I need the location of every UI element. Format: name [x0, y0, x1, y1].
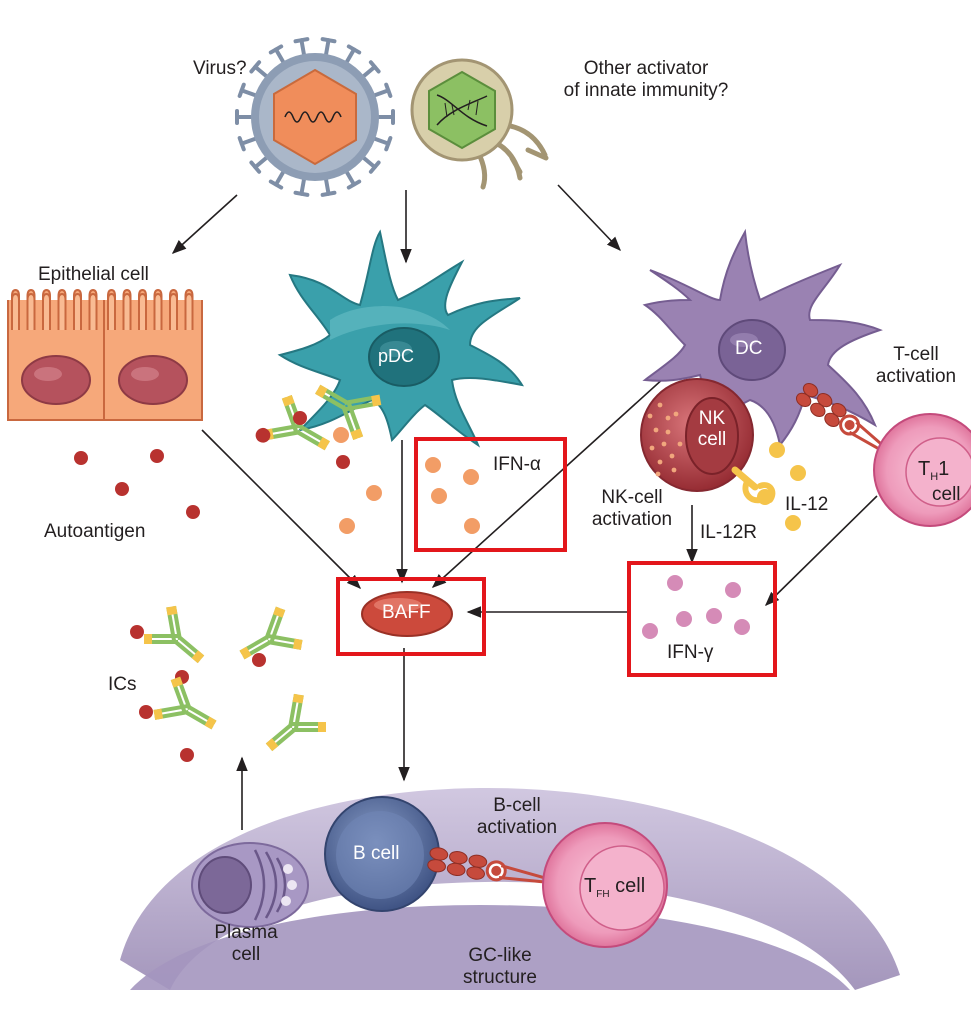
arrow-epithelial-to-baff [201, 429, 362, 590]
il12r-label: IL-12R [700, 522, 758, 543]
b-cell-activation-label: B-cell activation [462, 795, 572, 839]
ifn-gamma-label: IFN-γ [667, 642, 714, 663]
th1-main: T [918, 458, 931, 480]
tfh-main: T [584, 875, 597, 897]
arrow-virus-to-epithelial [171, 194, 238, 254]
th1-cell [873, 413, 971, 527]
innate-activator-icon [410, 58, 549, 190]
other-activator-line1: Other activator [583, 58, 709, 79]
arrow-th1-to-ifn-gamma [764, 495, 878, 607]
highlight-boxes [336, 437, 777, 677]
ifn-gamma-dots [642, 575, 750, 639]
dc-label: DC [735, 338, 763, 359]
ics-label: ICs [108, 674, 137, 695]
th1-label: TH1 [918, 458, 949, 483]
virus-label: Virus? [193, 58, 247, 79]
plasma-cell-label: Plasma cell [196, 922, 296, 966]
gc-line2: structure [463, 967, 537, 988]
baff-label: BAFF [382, 602, 431, 623]
epithelial-cells [7, 288, 203, 421]
arrows [171, 184, 878, 830]
arrow-activator-to-dc [557, 184, 621, 252]
il12-label: IL-12 [785, 494, 829, 515]
plasma-cell [191, 842, 309, 928]
il12-dots [769, 442, 806, 531]
b-tfh-synapse [427, 847, 546, 884]
other-activator-label: Other activator of innate immunity? [536, 58, 756, 102]
highlight-box-ifn-alpha [414, 437, 567, 552]
plasma-cell-line2: cell [231, 944, 261, 965]
immune-complexes [130, 605, 326, 762]
tfh-cell-word: cell [615, 875, 646, 897]
baff-molecule [361, 591, 453, 637]
b-cell-activation-line2: activation [476, 817, 558, 838]
ifn-alpha-label: IFN-α [493, 454, 541, 475]
th1-number: 1 [938, 458, 950, 480]
autoantigen-label: Autoantigen [44, 521, 146, 542]
t-cell-activation-line1: T-cell [893, 344, 939, 365]
b-cell-label: B cell [353, 843, 400, 864]
gc-like-structure-label: GC-like structure [445, 945, 555, 989]
ifn-alpha-dots [333, 427, 480, 534]
gc-like-structure [120, 787, 900, 990]
virus-icon [235, 37, 395, 197]
nk-cell-activation-label: NK-cell activation [582, 487, 682, 531]
th1-subscript: H [930, 471, 939, 483]
b-cell-activation-line1: B-cell [493, 795, 541, 816]
tfh-cell [542, 822, 668, 948]
nk-activation-line1: NK-cell [601, 487, 663, 508]
highlight-box-baff [336, 577, 486, 656]
autoantigen-dots [74, 449, 200, 519]
pdc-cell [277, 229, 524, 448]
gc-line1: GC-like [468, 945, 532, 966]
nk-cell-line2: cell [697, 429, 727, 450]
nk-cell [640, 378, 776, 505]
nk-cell-label: NK cell [690, 408, 734, 450]
t-cell-activation-line2: activation [875, 366, 957, 387]
receptor-antibodies [255, 384, 382, 469]
other-activator-line2: of innate immunity? [563, 80, 729, 101]
nk-cell-line1: NK [698, 408, 726, 429]
t-cell-activation-label: T-cell activation [860, 344, 971, 388]
pdc-label: pDC [378, 346, 415, 366]
nk-activation-line2: activation [591, 509, 673, 530]
highlight-box-ifn-gamma [627, 561, 777, 677]
th1-cell-label: cell [932, 484, 961, 505]
plasma-cell-line1: Plasma [214, 922, 278, 943]
tfh-subscript: FH [596, 889, 610, 900]
tfh-label: TFH cell [584, 875, 645, 900]
epithelial-cell-label: Epithelial cell [38, 264, 149, 285]
